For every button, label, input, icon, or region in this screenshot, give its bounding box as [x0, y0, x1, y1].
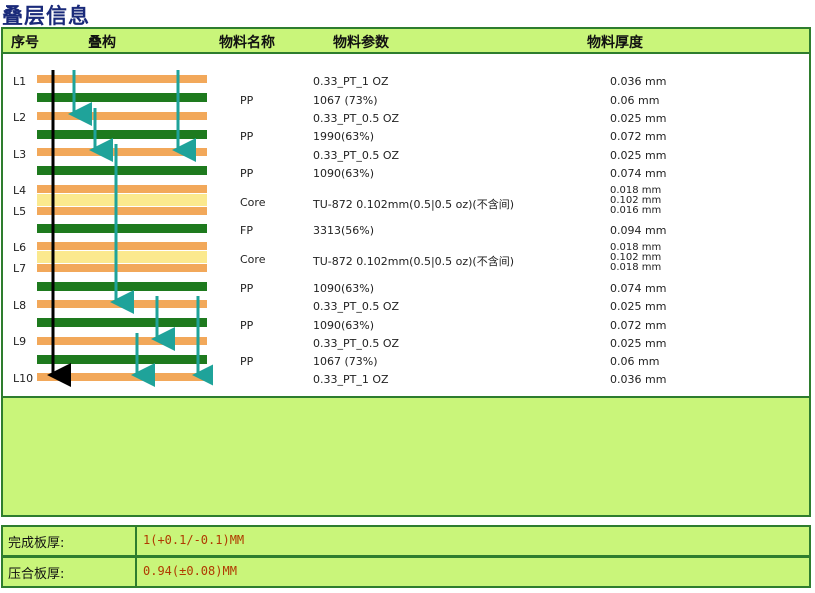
- layer-label: L2: [13, 111, 27, 124]
- material-name: Core: [240, 196, 266, 209]
- pressed-thickness-label: 压合板厚:: [3, 558, 137, 586]
- material-thickness: 0.036 mm: [610, 75, 667, 88]
- layer-label: L8: [13, 299, 27, 312]
- copper-layer: [37, 148, 207, 156]
- material-thickness: 0.072 mm: [610, 319, 667, 332]
- material-param: 1067 (73%): [313, 355, 378, 368]
- material-thickness: 0.102 mm: [610, 195, 662, 206]
- material-param: 0.33_PT_0.5 OZ: [313, 300, 400, 313]
- material-thickness: 0.06 mm: [610, 355, 660, 368]
- layer-label: L1: [13, 75, 27, 88]
- material-thickness: 0.102 mm: [610, 252, 662, 263]
- material-thickness: 0.025 mm: [610, 149, 667, 162]
- prepreg-layer: [37, 224, 207, 233]
- material-thickness: 0.018 mm: [610, 262, 662, 273]
- layer-label: L7: [13, 262, 27, 275]
- material-thickness: 0.025 mm: [610, 112, 667, 125]
- layer-label: L5: [13, 205, 27, 218]
- finished-thickness-label: 完成板厚:: [3, 527, 137, 555]
- header-material-thickness: 物料厚度: [587, 35, 643, 51]
- finished-thickness-value: 1(+0.1/-0.1)MM: [143, 533, 245, 547]
- header-stack: 叠构: [88, 35, 116, 51]
- material-thickness: 0.036 mm: [610, 373, 667, 386]
- copper-layer: [37, 75, 207, 83]
- table-header: 序号 叠构 物料名称 物料参数 物料厚度: [3, 29, 809, 54]
- material-param: 1090(63%): [313, 167, 375, 180]
- material-param: 1090(63%): [313, 282, 375, 295]
- material-name: PP: [240, 355, 254, 368]
- material-thickness: 0.025 mm: [610, 337, 667, 350]
- material-thickness: 0.094 mm: [610, 224, 667, 237]
- material-thickness: 0.074 mm: [610, 282, 667, 295]
- material-thickness: 0.025 mm: [610, 300, 667, 313]
- copper-layer: [37, 112, 207, 120]
- header-seq: 序号: [11, 35, 39, 51]
- layer-label: L3: [13, 148, 27, 161]
- header-material-param: 物料参数: [333, 35, 389, 51]
- material-thickness: 0.018 mm: [610, 185, 662, 196]
- material-param: 1990(63%): [313, 130, 375, 143]
- layer-label: L4: [13, 184, 27, 197]
- material-param: 0.33_PT_0.5 OZ: [313, 149, 400, 162]
- copper-layer: [37, 242, 207, 250]
- material-name: FP: [240, 224, 253, 237]
- material-param: TU-872 0.102mm(0.5|0.5 oz)(不含间): [313, 198, 515, 211]
- layer-label: L6: [13, 241, 27, 254]
- layer-label: L9: [13, 335, 27, 348]
- core-layer: [37, 194, 207, 206]
- header-material-name: 物料名称: [219, 35, 275, 51]
- copper-layer: [37, 337, 207, 345]
- material-name: Core: [240, 253, 266, 266]
- material-param: TU-872 0.102mm(0.5|0.5 oz)(不含间): [313, 255, 515, 268]
- material-param: 0.33_PT_1 OZ: [313, 75, 389, 88]
- material-param: 3313(56%): [313, 224, 375, 237]
- material-name: PP: [240, 319, 254, 332]
- material-thickness: 0.072 mm: [610, 130, 667, 143]
- prepreg-layer: [37, 130, 207, 139]
- material-thickness: 0.018 mm: [610, 242, 662, 253]
- pressed-thickness-row: 压合板厚: 0.94(±0.08)MM: [1, 556, 811, 588]
- material-param: 0.33_PT_1 OZ: [313, 373, 389, 386]
- prepreg-layer: [37, 355, 207, 364]
- finished-thickness-row: 完成板厚: 1(+0.1/-0.1)MM: [1, 525, 811, 557]
- stackup-panel: 序号 叠构 物料名称 物料参数 物料厚度 L1 L2 L3 L4 L5 L6 L…: [1, 27, 811, 517]
- material-name: PP: [240, 130, 254, 143]
- material-name: PP: [240, 282, 254, 295]
- material-param: 1090(63%): [313, 319, 375, 332]
- prepreg-layer: [37, 282, 207, 291]
- layer-label: L10: [13, 372, 34, 385]
- copper-layer: [37, 207, 207, 215]
- core-layer: [37, 251, 207, 263]
- material-param: 0.33_PT_0.5 OZ: [313, 337, 400, 350]
- copper-layer: [37, 185, 207, 193]
- material-thickness: 0.016 mm: [610, 205, 662, 216]
- material-param: 1067 (73%): [313, 94, 378, 107]
- material-thickness: 0.074 mm: [610, 167, 667, 180]
- prepreg-layer: [37, 318, 207, 327]
- copper-layer: [37, 264, 207, 272]
- page-title: 叠层信息: [2, 4, 90, 28]
- material-param: 0.33_PT_0.5 OZ: [313, 112, 400, 125]
- via-arrows: [47, 70, 213, 387]
- material-thickness: 0.06 mm: [610, 94, 660, 107]
- copper-layer: [37, 373, 207, 381]
- material-name: PP: [240, 94, 254, 107]
- stackup-area: L1 L2 L3 L4 L5 L6 L7 L8 L9 L10: [3, 54, 809, 398]
- prepreg-layer: [37, 166, 207, 175]
- pressed-thickness-value: 0.94(±0.08)MM: [143, 564, 237, 578]
- prepreg-layer: [37, 93, 207, 102]
- material-name: PP: [240, 167, 254, 180]
